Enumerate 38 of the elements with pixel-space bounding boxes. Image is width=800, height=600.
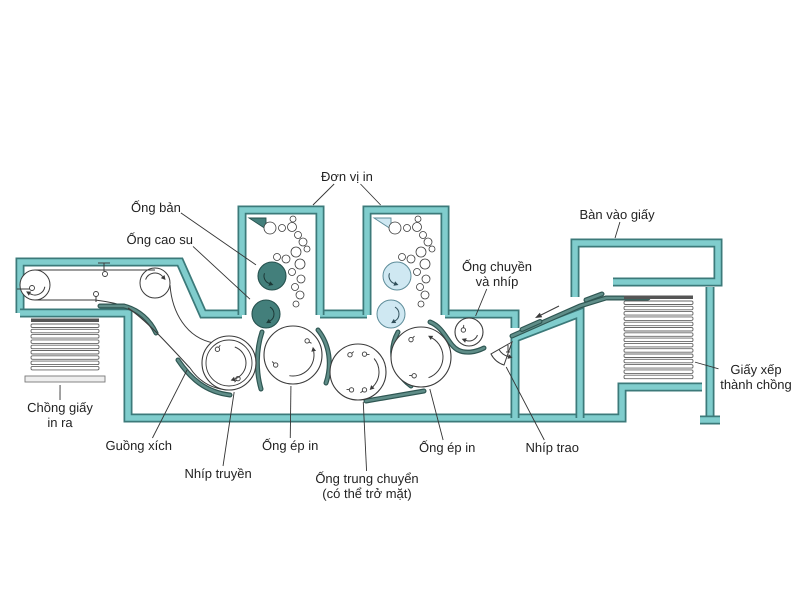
transfer-drum bbox=[328, 342, 388, 402]
callout-label: Bàn vào giấy bbox=[580, 207, 655, 222]
blanket-cylinder bbox=[250, 298, 282, 330]
swing-gripper bbox=[489, 340, 514, 367]
transfer-cylinder bbox=[453, 316, 485, 348]
callout-label: Ống ép in bbox=[419, 440, 476, 455]
leader-line bbox=[152, 370, 188, 438]
callout-label: Ống ép in bbox=[262, 438, 318, 453]
printing-unit-housing bbox=[237, 205, 325, 315]
callout-label: Đơn vị in bbox=[321, 169, 373, 184]
leader-line bbox=[312, 184, 335, 206]
printing-unit-housing bbox=[362, 205, 450, 315]
impression-cylinder bbox=[262, 324, 324, 386]
callout-label: Chồng giấy in ra bbox=[25, 400, 95, 430]
leader-line bbox=[362, 402, 368, 472]
callout-label: Ống cao su bbox=[126, 232, 193, 247]
callout-label: Guồng xích bbox=[106, 438, 172, 453]
callout-label: Giấy xếp thành chồng bbox=[718, 362, 794, 392]
callout-label: Ống chuyền và nhíp bbox=[460, 259, 534, 289]
plate-cylinder bbox=[256, 260, 288, 292]
leader-line bbox=[192, 246, 250, 300]
impression-cylinder bbox=[389, 325, 453, 389]
leader-line bbox=[429, 388, 444, 440]
callout-label: Nhíp trao bbox=[526, 440, 579, 455]
leader-line bbox=[506, 366, 545, 440]
leader-line bbox=[614, 222, 620, 238]
leader-line bbox=[222, 392, 235, 466]
callout-label: Ống trung chuyển (có thể trở mặt) bbox=[313, 471, 421, 501]
leader-line bbox=[290, 386, 292, 438]
paper-stack bbox=[24, 317, 106, 385]
gripper-cylinder bbox=[200, 334, 258, 392]
callout-label: Ống bản bbox=[131, 200, 181, 215]
leader-line bbox=[180, 212, 256, 266]
callout-label: Nhíp truyền bbox=[184, 466, 252, 481]
leader-line bbox=[360, 184, 382, 206]
leader-line bbox=[694, 362, 719, 370]
chain bbox=[126, 306, 192, 370]
leader-line bbox=[475, 288, 488, 316]
